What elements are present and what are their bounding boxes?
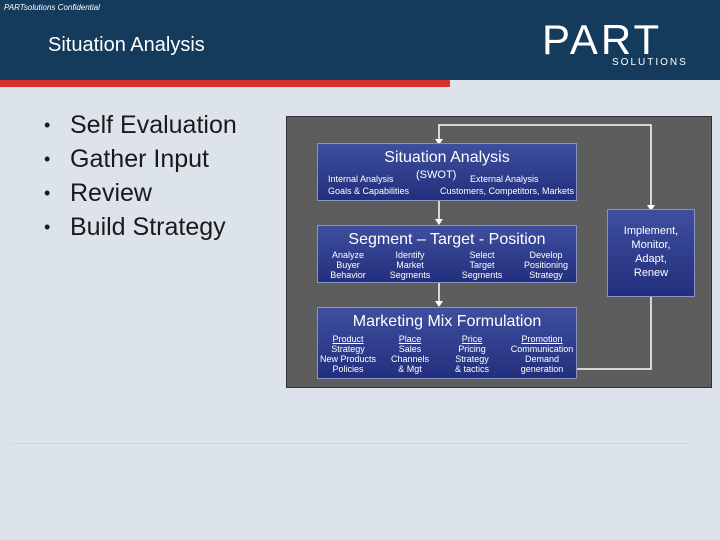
situation-analysis-title: Situation Analysis — [384, 149, 510, 166]
accent-bar — [0, 80, 450, 87]
segment-cell: Target — [469, 260, 495, 270]
situation-analysis-box: Situation Analysis Internal Analysis (SW… — [317, 143, 577, 201]
bullet-text: Gather Input — [70, 145, 209, 173]
internal-analysis-label: Internal Analysis — [328, 174, 394, 184]
mix-cell: Strategy — [455, 354, 489, 364]
bullet-item: • Build Strategy — [44, 210, 237, 244]
bullet-text: Review — [70, 179, 152, 207]
mix-cell: Policies — [332, 364, 364, 374]
mix-cell-header: Price — [461, 334, 483, 344]
bullet-text: Build Strategy — [70, 213, 226, 241]
external-analysis-label: External Analysis — [470, 174, 539, 184]
mix-cell: Channels — [390, 354, 430, 364]
bullet-item: • Review — [44, 176, 237, 210]
bullet-dot-icon: • — [44, 217, 51, 237]
bullet-list: • Self Evaluation • Gather Input • Review •… — [44, 108, 237, 244]
segment-cell: Analyze — [331, 250, 365, 260]
bullet-dot-icon: • — [44, 115, 51, 135]
segment-cell: Segments — [389, 270, 431, 280]
segment-cell: Positioning — [523, 260, 569, 270]
segment-cell: Segments — [461, 270, 503, 280]
slide-header: PARTsolutions Confidential Situation Ana… — [0, 0, 720, 80]
segment-target-position-title: Segment – Target - Position — [348, 231, 546, 248]
segment-cell: Buyer — [336, 260, 360, 270]
part-solutions-logo: PART SOLUTIONS — [542, 18, 688, 68]
mix-cell: Pricing — [458, 344, 486, 354]
segment-cell: Strategy — [529, 270, 563, 280]
bullet-text: Self Evaluation — [70, 111, 237, 139]
mix-cell: & Mgt — [398, 364, 422, 374]
connector-lines — [435, 124, 655, 370]
logo-main-text: PART — [542, 18, 662, 63]
bullet-dot-icon: • — [44, 183, 51, 203]
goals-capabilities-label: Goals & Capabilities — [328, 186, 410, 196]
implement-line: Implement, — [623, 225, 679, 237]
mix-cell: & tactics — [454, 364, 489, 374]
implement-line: Renew — [633, 267, 669, 279]
mix-cell: Communication — [510, 344, 574, 354]
swot-label: (SWOT) — [416, 169, 457, 181]
confidential-label: PARTsolutions Confidential — [4, 3, 100, 12]
mix-cell-header: Product — [332, 334, 364, 344]
mix-cell: Strategy — [331, 344, 365, 354]
mix-cell: Sales — [398, 344, 422, 354]
mix-cell-header: Place — [398, 334, 422, 344]
segment-cell: Select — [469, 250, 495, 260]
segment-cell: Develop — [529, 250, 563, 260]
segment-cell: Behavior — [330, 270, 366, 280]
bullet-item: • Self Evaluation — [44, 108, 237, 142]
bullet-item: • Gather Input — [44, 142, 237, 176]
mix-cell-header: Promotion — [521, 334, 563, 344]
marketing-mix-title: Marketing Mix Formulation — [352, 313, 542, 330]
marketing-process-diagram: Situation Analysis Internal Analysis (SW… — [286, 116, 712, 388]
segment-cell: Market — [396, 260, 424, 270]
divider-line — [10, 443, 690, 444]
implement-text: Implement, Monitor, Adapt, Renew — [608, 224, 694, 280]
mix-cell: generation — [520, 364, 564, 374]
slide-title: Situation Analysis — [48, 34, 205, 56]
customers-markets-label: Customers, Competitors, Markets — [440, 186, 575, 196]
logo-sub-text: SOLUTIONS — [612, 57, 688, 68]
implement-box: Implement, Monitor, Adapt, Renew — [607, 209, 695, 297]
mix-cell: New Products — [319, 354, 377, 364]
implement-line: Adapt, — [635, 253, 667, 265]
bullet-dot-icon: • — [44, 149, 51, 169]
mix-cell: Demand — [524, 354, 560, 364]
implement-line: Monitor, — [631, 239, 671, 251]
segment-cell: Identify — [395, 250, 425, 260]
